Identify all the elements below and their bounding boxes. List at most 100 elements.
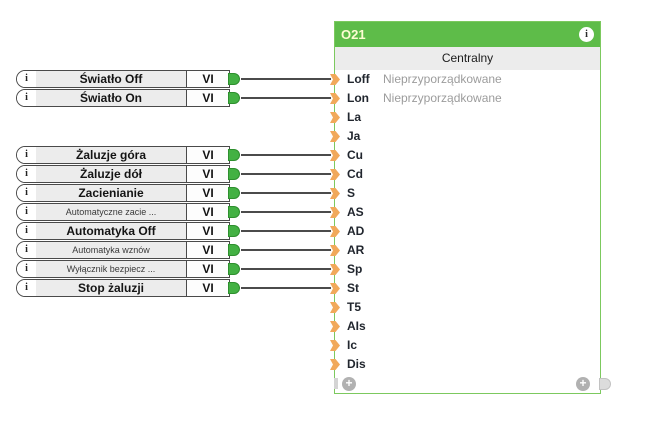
virtual-input-type: VI xyxy=(186,184,229,201)
input-pin-row[interactable]: AD xyxy=(330,222,600,241)
input-connector-icon[interactable] xyxy=(330,207,340,218)
pin-label: AD xyxy=(347,224,365,238)
virtual-input-type: VI xyxy=(186,203,229,220)
virtual-input-block[interactable]: i Wyłącznik bezpiecz ... VI xyxy=(16,259,240,278)
virtual-input-type: VI xyxy=(186,279,229,296)
info-icon[interactable]: i xyxy=(17,184,36,201)
pin-label: Cu xyxy=(347,148,363,162)
input-connector-icon[interactable] xyxy=(330,74,340,85)
connection-wire[interactable] xyxy=(241,96,331,99)
connection-wire[interactable] xyxy=(241,172,331,175)
pin-label: Dis xyxy=(347,357,366,371)
virtual-input-block[interactable]: i Żaluzje dół VI xyxy=(16,164,240,183)
virtual-input-label: Automatyczne zacie ... xyxy=(36,203,186,220)
info-icon[interactable]: i xyxy=(17,203,36,220)
virtual-input-label: Światło Off xyxy=(36,70,186,87)
info-icon[interactable]: i xyxy=(17,241,36,258)
input-pin-row[interactable]: La xyxy=(330,108,600,127)
input-pin-row[interactable]: Cu xyxy=(330,146,600,165)
connection-wire[interactable] xyxy=(241,248,331,251)
output-connector[interactable] xyxy=(599,378,611,390)
vi-output-connector[interactable] xyxy=(228,205,240,218)
vi-output-connector[interactable] xyxy=(228,148,240,161)
input-pin-row[interactable]: AR xyxy=(330,241,600,260)
connection-wire[interactable] xyxy=(241,153,331,156)
input-connector-icon[interactable] xyxy=(330,245,340,256)
input-connector-icon[interactable] xyxy=(330,169,340,180)
vi-output-connector[interactable] xyxy=(228,224,240,237)
input-pin-row[interactable]: S xyxy=(330,184,600,203)
virtual-input-block[interactable]: i Światło Off VI xyxy=(16,69,240,88)
virtual-input-block[interactable]: i Zacienianie VI xyxy=(16,183,240,202)
info-icon[interactable]: i xyxy=(17,165,36,182)
pin-assignment: Nieprzyporządkowane xyxy=(383,91,502,105)
info-icon[interactable]: i xyxy=(17,70,36,87)
info-icon[interactable]: i xyxy=(17,89,36,106)
vi-output-connector[interactable] xyxy=(228,91,240,104)
input-pin-row[interactable]: Ja xyxy=(330,127,600,146)
input-connector-icon[interactable] xyxy=(330,112,340,123)
pin-label: Lon xyxy=(347,91,369,105)
virtual-input-block[interactable]: i Stop żaluzji VI xyxy=(16,278,240,297)
vi-output-connector[interactable] xyxy=(228,186,240,199)
pin-label: AS xyxy=(347,205,364,219)
connection-wire[interactable] xyxy=(241,77,331,80)
pin-label: Ic xyxy=(347,338,358,352)
virtual-input-block[interactable]: i Automatyczne zacie ... VI xyxy=(16,202,240,221)
virtual-input-type: VI xyxy=(186,146,229,163)
input-connector-icon[interactable] xyxy=(330,340,340,351)
virtual-input-block[interactable]: i Automatyka Off VI xyxy=(16,221,240,240)
input-pin-row[interactable]: St xyxy=(330,279,600,298)
function-block-header[interactable]: O21 i xyxy=(335,22,600,47)
input-pin-row[interactable]: Dis xyxy=(330,355,600,374)
virtual-input-block[interactable]: i Żaluzje góra VI xyxy=(16,145,240,164)
pin-label: Cd xyxy=(347,167,363,181)
input-connector-icon[interactable] xyxy=(330,226,340,237)
info-icon[interactable]: i xyxy=(579,27,594,42)
function-block-o21[interactable]: O21 i Centralny Loff Nieprzyporządkowane… xyxy=(330,21,611,394)
pin-label: St xyxy=(347,281,359,295)
info-icon[interactable]: i xyxy=(17,260,36,277)
input-connector-icon[interactable] xyxy=(330,302,340,313)
virtual-input-block[interactable]: i Automatyka wznów VI xyxy=(16,240,240,259)
connection-wire[interactable] xyxy=(241,210,331,213)
input-pin-row[interactable]: AIs xyxy=(330,317,600,336)
footer-input-connector[interactable] xyxy=(334,378,338,389)
vi-output-connector[interactable] xyxy=(228,262,240,275)
connection-wire[interactable] xyxy=(241,191,331,194)
virtual-input-block[interactable]: i Światło On VI xyxy=(16,88,240,107)
input-connector-icon[interactable] xyxy=(330,188,340,199)
input-connector-icon[interactable] xyxy=(330,131,340,142)
input-pin-row[interactable]: Loff Nieprzyporządkowane xyxy=(330,70,600,89)
vi-output-connector[interactable] xyxy=(228,243,240,256)
input-pin-row[interactable]: Sp xyxy=(330,260,600,279)
pin-label: T5 xyxy=(347,300,362,314)
input-connector-icon[interactable] xyxy=(330,359,340,370)
input-pin-row[interactable]: AS xyxy=(330,203,600,222)
connection-wire[interactable] xyxy=(241,229,331,232)
connection-wire[interactable] xyxy=(241,286,331,289)
info-icon[interactable]: i xyxy=(17,222,36,239)
virtual-input-label: Zacienianie xyxy=(36,184,186,201)
vi-output-connector[interactable] xyxy=(228,167,240,180)
input-pin-row[interactable]: Cd xyxy=(330,165,600,184)
input-connector-icon[interactable] xyxy=(330,321,340,332)
virtual-input-type: VI xyxy=(186,222,229,239)
info-icon[interactable]: i xyxy=(17,279,36,296)
input-pin-row[interactable]: T5 xyxy=(330,298,600,317)
input-connector-icon[interactable] xyxy=(330,283,340,294)
vi-output-connector[interactable] xyxy=(228,281,240,294)
add-output-button[interactable]: + xyxy=(576,376,590,391)
input-pin-row[interactable]: Lon Nieprzyporządkowane xyxy=(330,89,600,108)
input-pin-row[interactable]: Ic xyxy=(330,336,600,355)
info-icon[interactable]: i xyxy=(17,146,36,163)
add-input-button[interactable]: + xyxy=(342,376,356,391)
input-connector-icon[interactable] xyxy=(330,93,340,104)
block-title: O21 xyxy=(341,27,366,42)
input-connector-icon[interactable] xyxy=(330,264,340,275)
virtual-input-type: VI xyxy=(186,70,229,87)
connection-wire[interactable] xyxy=(241,267,331,270)
vi-output-connector[interactable] xyxy=(228,72,240,85)
input-connector-icon[interactable] xyxy=(330,150,340,161)
